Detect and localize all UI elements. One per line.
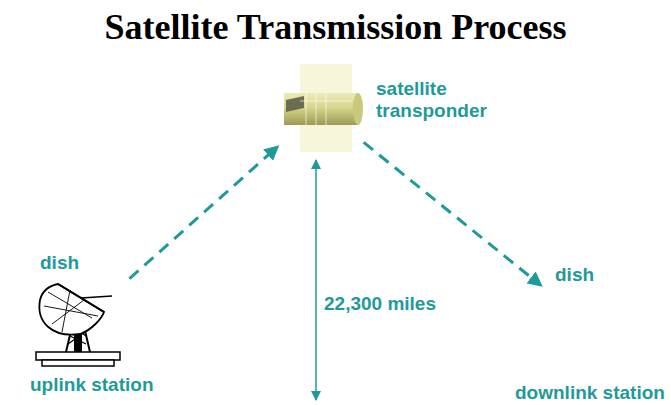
satellite-node: satellite transponder xyxy=(283,64,359,152)
downlink-station-node: dishdownlink station xyxy=(540,290,640,360)
signal-arrow xyxy=(129,147,277,278)
diagram-title: Satellite Transmission Process xyxy=(0,6,671,48)
node-label: dish xyxy=(555,264,594,286)
distance-label: 22,300 miles xyxy=(322,293,438,315)
distance-line xyxy=(315,160,317,400)
signal-arrow xyxy=(364,142,541,285)
station-label: downlink station xyxy=(515,382,665,404)
station-label: uplink station xyxy=(30,374,154,396)
dish-antenna xyxy=(36,284,120,366)
node-label: dish xyxy=(40,252,79,274)
node-label: satellite transponder xyxy=(376,78,501,122)
uplink-station-node: dishuplink station xyxy=(30,282,125,368)
satellite-picture xyxy=(284,64,363,152)
